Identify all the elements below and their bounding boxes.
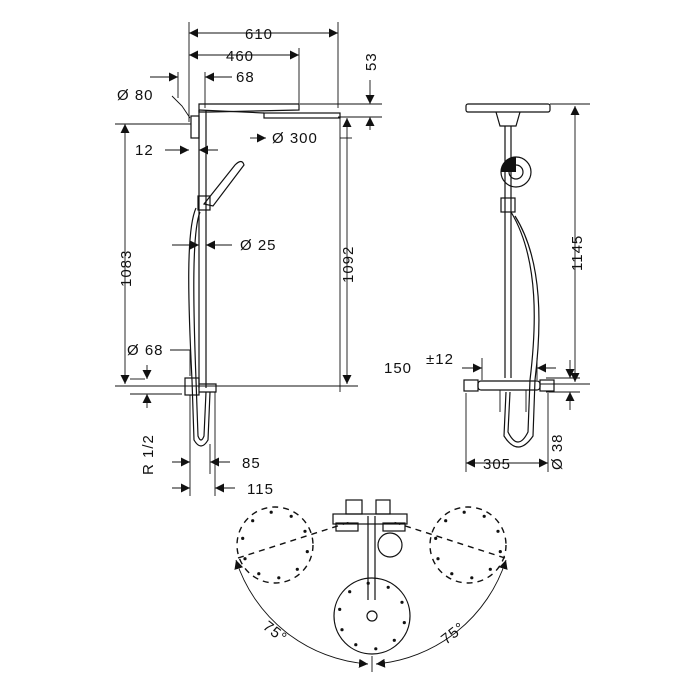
- side-view: [115, 22, 382, 496]
- nozzle-dot: [338, 607, 342, 612]
- nozzle-dot: [305, 550, 309, 554]
- nozzle-dot: [303, 529, 307, 533]
- dim-mixer-bracket-diameter: Ø 68: [127, 342, 164, 359]
- dim-head-thickness: 53: [363, 52, 380, 71]
- dim-bracket-offset: 12: [135, 142, 154, 159]
- dim-mixer-width: 305: [483, 456, 511, 473]
- nozzle-dot: [241, 536, 245, 541]
- nozzle-dot: [482, 514, 486, 518]
- nozzle-dot: [392, 638, 396, 642]
- dim-height-bracket: 1083: [118, 250, 135, 287]
- nozzle-dot: [348, 590, 352, 594]
- nozzle-dot: [295, 567, 299, 571]
- nozzle-dot: [386, 585, 390, 589]
- top-view: [234, 499, 508, 672]
- dim-arm-length: 460: [226, 48, 254, 65]
- dim-total-height: 1145: [569, 235, 586, 271]
- dim-height-head: 1092: [340, 246, 357, 283]
- nozzle-dot: [488, 567, 492, 571]
- nozzle-dot: [450, 572, 454, 576]
- nozzle-dot: [289, 514, 293, 518]
- nozzle-dot: [496, 529, 500, 533]
- dim-head-diameter: Ø 300: [272, 130, 318, 147]
- dim-spacing-115: 115: [247, 481, 274, 498]
- dim-wall-bracket-diameter: Ø 80: [117, 87, 154, 104]
- dim-rail-diameter: Ø 25: [240, 237, 277, 254]
- nozzle-dot: [354, 643, 358, 647]
- angle-swivel-right: 75°: [438, 619, 469, 648]
- dim-mixer-diameter: Ø 38: [549, 433, 566, 470]
- angle-swivel-left: 75°: [260, 618, 291, 647]
- dim-total-width: 610: [245, 26, 273, 43]
- nozzle-dot: [498, 550, 502, 554]
- dim-arm-offset: 68: [236, 69, 255, 86]
- nozzle-dot: [243, 557, 247, 561]
- nozzle-dot: [402, 621, 406, 625]
- nozzle-dot: [277, 576, 281, 580]
- nozzle-dot: [462, 510, 466, 514]
- nozzle-dot: [436, 557, 440, 561]
- nozzle-dot: [257, 572, 261, 576]
- nozzle-dot: [251, 519, 255, 523]
- dim-connection: R 1/2: [140, 434, 157, 475]
- nozzle-dot: [340, 628, 344, 632]
- nozzle-dot: [444, 519, 448, 523]
- nozzle-dot: [470, 576, 474, 580]
- dim-centres-tolerance: ±12: [426, 351, 454, 368]
- nozzle-dot: [366, 581, 370, 585]
- nozzle-dot: [374, 647, 378, 651]
- dim-spacing-85: 85: [242, 455, 261, 472]
- dim-centres: 150: [384, 360, 412, 377]
- nozzle-dot: [434, 536, 438, 541]
- nozzle-dot: [269, 510, 273, 514]
- front-view: [462, 103, 590, 472]
- nozzle-dot: [400, 600, 404, 604]
